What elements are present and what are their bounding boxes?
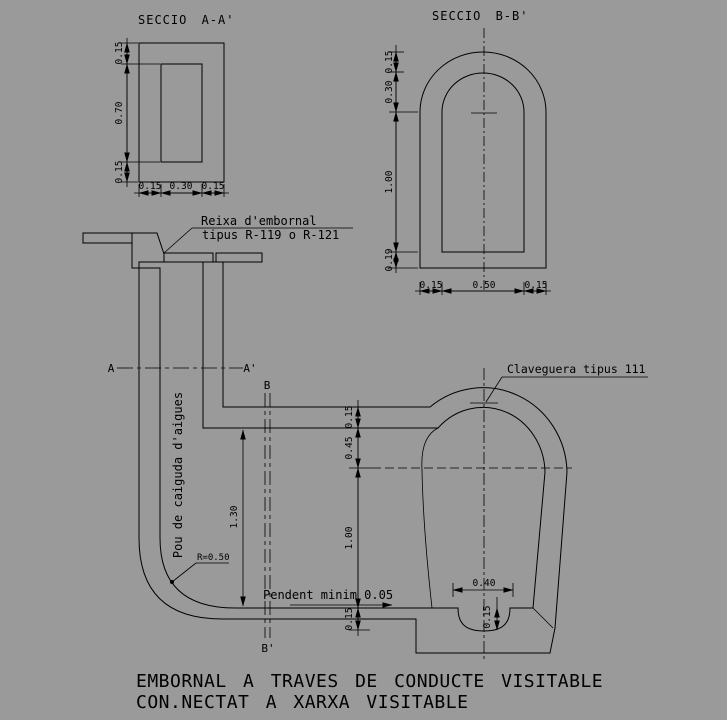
section-mark-b-prime: B' [261,642,274,655]
arch-opening-outline [421,427,439,609]
grate-label-line2: tipus R-119 o R-121 [202,228,339,242]
dim-label: 0.19 [384,248,395,271]
section-bb-outer-wall [419,51,547,269]
radius-label: R=0.50 [197,553,230,563]
grate-bar-2 [215,252,263,263]
dim-label: 0.30 [170,181,193,192]
section-aa-view: SECCIO A-A' 0.15 0.70 0.15 0.15 0.30 0.1… [114,13,234,197]
dim-label: 0.15 [420,280,443,291]
dim-label: 0.15 [344,608,355,631]
drawing-title-line2: CON.NECTAT A XARXA VISITABLE [136,692,468,713]
leader-line [163,227,193,254]
dim-label: 0.45 [344,437,355,460]
section-aa-cavity [160,63,203,163]
dim-label: 0.50 [473,280,496,291]
dim-label: 0.40 [473,578,496,589]
dim-label: 1.00 [344,526,355,549]
section-mark-a: A [108,362,115,375]
section-bb-cavity [441,72,525,253]
dim-label: 0.15 [139,181,162,192]
dim-label: 0.15 [384,51,395,74]
section-mark-b: B [264,379,271,392]
dim-label: 0.15 [202,181,225,192]
section-aa-outer-wall [138,42,225,183]
sewer-label: Claveguera tipus 111 [507,362,646,376]
dim-label: 0.15 [482,606,493,629]
title-block: EMBORNAL A TRAVES DE CONDUCTE VISITABLE … [136,671,603,713]
curb-profile [131,232,165,269]
slope-label: Pendent minim 0.05 [263,588,393,602]
dim-label: 0.70 [114,101,125,124]
concrete-structure-section [138,261,568,654]
pit-label: Pou de caiguda d'aigues [171,392,185,558]
grate-bar-1 [163,252,214,263]
dim-label: 0.15 [114,42,125,65]
section-bb-title: SECCIO B-B' [432,9,528,23]
wall-slab-joint-line [532,607,554,629]
section-bb-view: SECCIO B-B' 0.15 0.30 1.00 0.19 0.15 0.5… [384,9,551,295]
section-mark-a-prime: A' [243,362,256,375]
leader-dot [170,580,174,584]
drawing-title-line1: EMBORNAL A TRAVES DE CONDUCTE VISITABLE [136,671,603,692]
dim-label: 0.15 [525,280,548,291]
dim-label: 0.30 [384,80,395,103]
section-aa-title: SECCIO A-A' [138,13,234,27]
dim-label: 0.15 [114,161,125,184]
dim-label: 1.00 [384,170,395,193]
main-elevation-view: Reixa d'embornal tipus R-119 o R-121 Cla… [82,214,648,659]
dim-label: 0.15 [344,406,355,429]
grate-label-line1: Reixa d'embornal [201,214,317,228]
dim-label: 1.30 [229,505,240,528]
leader-line [171,562,197,583]
leader-line [485,376,503,403]
